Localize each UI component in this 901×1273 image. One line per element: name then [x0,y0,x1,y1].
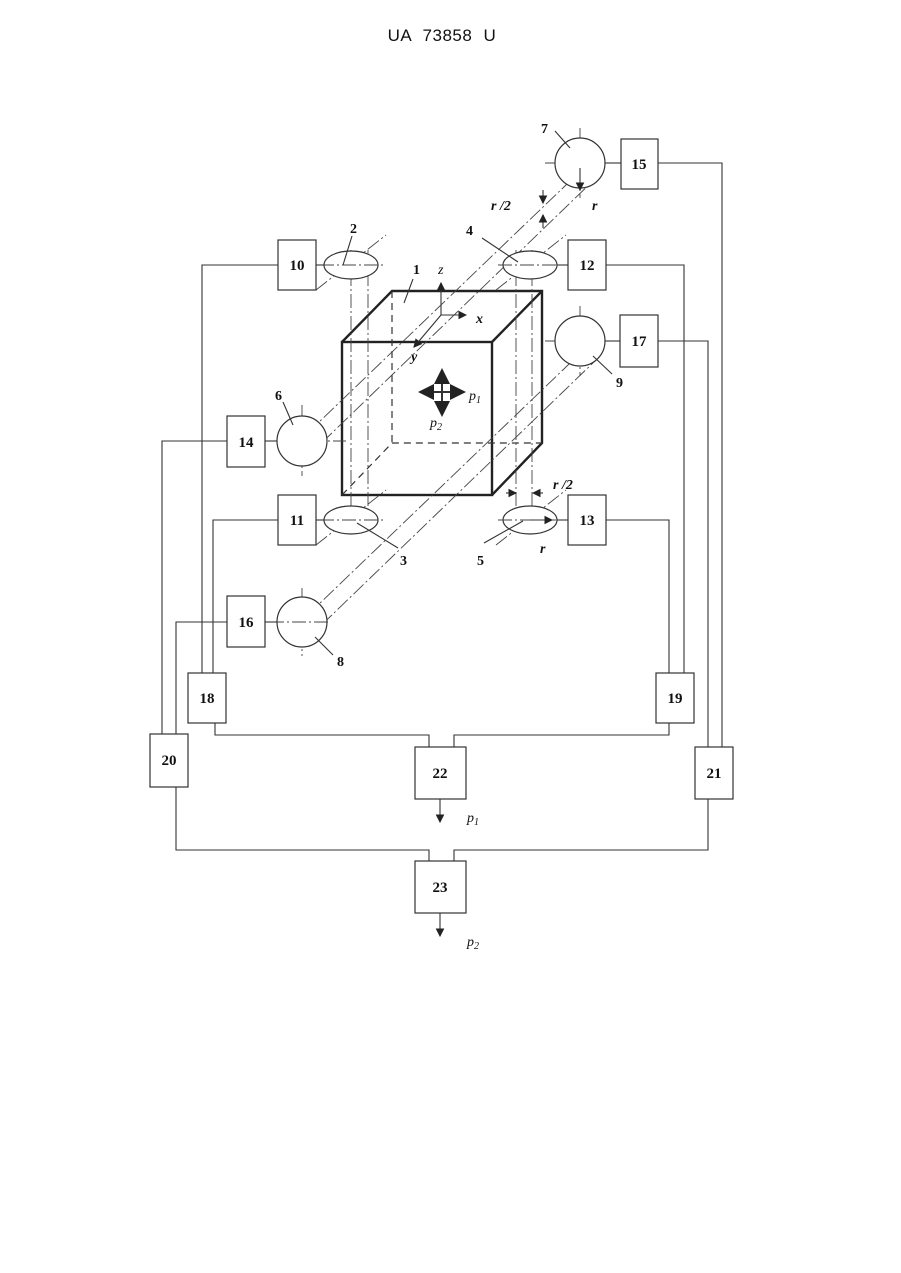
motion-arrows [420,370,464,415]
block-14: 14 [227,416,265,467]
sensor-9 [555,316,605,366]
block-12: 12 [568,240,606,290]
block-13-label: 13 [580,513,595,529]
block-18-label: 18 [200,691,215,707]
block-12-label: 12 [580,258,595,274]
block-14-label: 14 [239,435,255,451]
block-15: 15 [621,139,658,189]
block-10: 10 [278,240,316,290]
dim-r-half-top: r /2 [491,199,511,214]
block-21: 21 [695,747,733,799]
block-16: 16 [227,596,265,647]
block-20: 20 [150,734,188,787]
block-18: 18 [188,673,226,723]
sensor-4-label: 4 [466,224,473,239]
block-22: 22 [415,747,466,799]
block-23: 23 [415,861,466,913]
dim-r-half-bottom: r /2 [553,478,573,493]
block-11: 11 [278,495,316,545]
sensor-6 [277,416,327,466]
sensor-7-label: 7 [541,122,548,137]
dim-r-top: r [592,199,598,214]
sensor-8-label: 8 [337,655,344,670]
block-19: 19 [656,673,694,723]
axes [414,283,466,347]
block-10-label: 10 [290,258,305,274]
block-17-label: 17 [632,334,648,350]
block-21-label: 21 [707,766,722,782]
block-22-label: 22 [433,766,448,782]
cube-p2-label: p2 [429,416,442,433]
output-p2-label: p2 [466,935,479,952]
sensor-3-label: 3 [400,554,407,569]
block-17: 17 [620,315,658,367]
wires [162,163,722,936]
block-11-label: 11 [290,513,304,529]
sensor-5-label: 5 [477,554,484,569]
axis-z-label: z [437,263,444,278]
output-p1-label: p1 [466,811,479,828]
sensor-2-label: 2 [350,222,357,237]
dim-r-bottom: r [540,542,546,557]
block-23-label: 23 [433,880,448,896]
body-1-label: 1 [413,263,420,278]
block-19-label: 19 [668,691,683,707]
axis-x-label: x [475,312,483,327]
block-20-label: 20 [162,753,177,769]
block-13: 13 [568,495,606,545]
sensor-6-label: 6 [275,389,282,404]
block-15-label: 15 [632,157,647,173]
sensor-9-label: 9 [616,376,623,391]
cube-p1-label: p1 [468,389,481,406]
block-16-label: 16 [239,615,255,631]
